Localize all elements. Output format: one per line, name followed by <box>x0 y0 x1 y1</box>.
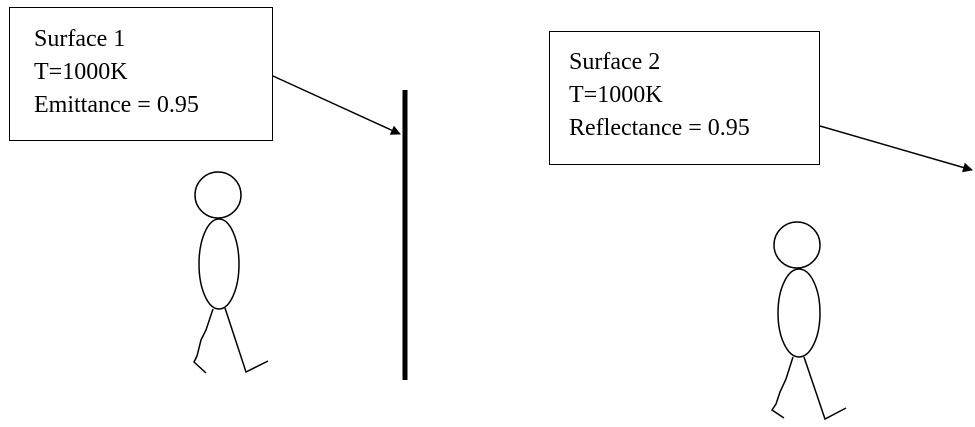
surface-2-title: Surface 2 <box>569 49 661 75</box>
surface-2-label-box: Surface 2 T=1000K Reflectance = 0.95 <box>549 31 820 165</box>
surface-1-temperature: T=1000K <box>34 59 128 85</box>
surface-1-emittance: Emittance = 0.95 <box>34 92 199 118</box>
person-2-right-leg <box>803 356 847 421</box>
surface-1-arrow <box>272 75 401 135</box>
person-1-figure <box>193 171 269 374</box>
person-1-right-leg <box>224 307 269 374</box>
surface-1-label-box: Surface 1 T=1000K Emittance = 0.95 <box>9 7 273 141</box>
person-1-body <box>198 218 240 310</box>
surface-2-temperature: T=1000K <box>569 82 663 108</box>
surface-2-arrow <box>819 125 973 173</box>
person-2-figure <box>770 221 847 421</box>
person-1-left-leg <box>193 308 214 374</box>
person-2-body <box>777 268 821 358</box>
person-1-head <box>194 171 242 219</box>
person-2-head <box>773 221 821 269</box>
surface-2-reflectance: Reflectance = 0.95 <box>569 115 750 141</box>
person-2-left-leg <box>770 356 794 419</box>
surface-1-title: Surface 1 <box>34 26 126 52</box>
